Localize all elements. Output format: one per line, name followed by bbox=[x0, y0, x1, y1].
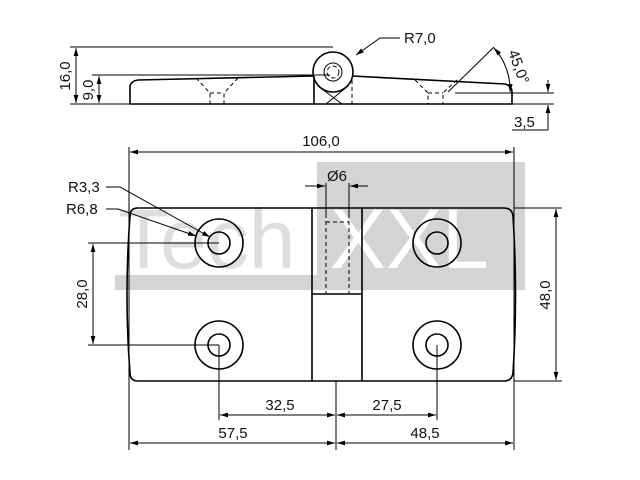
label-radius: R7,0 bbox=[404, 30, 436, 47]
hole-top-right bbox=[412, 218, 462, 268]
label-width-total: 106,0 bbox=[302, 133, 340, 150]
side-view: 16,0 9,0 R7,0 45,0° 3,5 bbox=[57, 30, 554, 131]
label-right-hole-axis: 27,5 bbox=[372, 397, 401, 414]
pin-hidden-circle bbox=[326, 65, 340, 79]
watermark-tech: Tech bbox=[118, 192, 295, 286]
label-right-leaf: 48,5 bbox=[410, 425, 439, 442]
label-height-plate: 9,0 bbox=[80, 80, 97, 101]
countersink-right bbox=[414, 79, 458, 104]
label-left-hole-axis: 32,5 bbox=[265, 397, 294, 414]
pin-circle bbox=[323, 62, 343, 82]
label-thickness: 3,5 bbox=[514, 114, 535, 131]
knuckle-circle bbox=[312, 51, 354, 93]
watermark-xxl: XXL bbox=[330, 192, 489, 286]
label-height-total: 16,0 bbox=[57, 61, 74, 90]
countersink-left bbox=[195, 77, 239, 104]
label-hole-spacing: 28,0 bbox=[74, 279, 91, 308]
label-height: 48,0 bbox=[537, 280, 554, 309]
leader-r7 bbox=[355, 37, 400, 56]
label-left-leaf: 57,5 bbox=[218, 425, 247, 442]
label-angle: 45,0° bbox=[504, 48, 532, 87]
leader-r6-8 bbox=[106, 208, 197, 237]
label-pin-diameter: Ø6 bbox=[327, 168, 347, 185]
label-hole-outer: R6,8 bbox=[66, 201, 98, 218]
knuckle-cross bbox=[317, 85, 349, 105]
angle-arc bbox=[493, 47, 513, 93]
label-hole-inner: R3,3 bbox=[68, 179, 100, 196]
top-view: 106,0 Ø6 R3,3 R6,8 28,0 48,0 32,5 27,5 5… bbox=[66, 133, 562, 450]
leader-r3-3 bbox=[106, 186, 211, 238]
side-plate-outline bbox=[129, 75, 513, 105]
watermark: Tech XXL bbox=[115, 162, 525, 290]
angle-line bbox=[447, 46, 495, 93]
